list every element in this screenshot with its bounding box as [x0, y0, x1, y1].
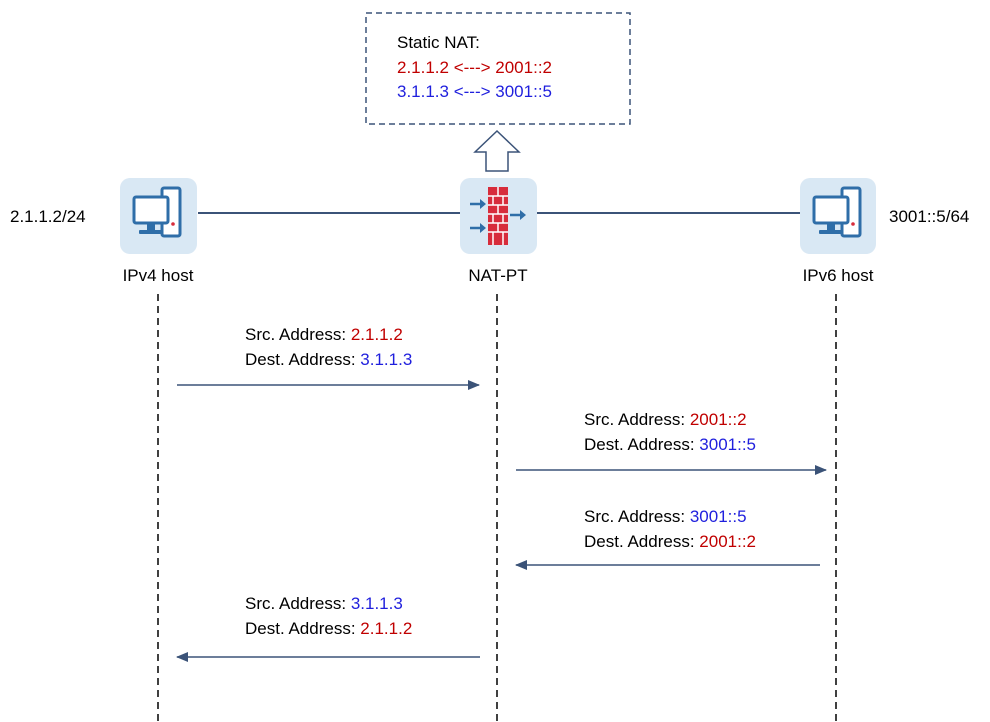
src-address-value: 2001::2 — [689, 410, 747, 429]
src-address-label: Src. Address: — [584, 410, 690, 429]
dest-address-label: Dest. Address: — [245, 619, 361, 638]
ipv4-host-label: IPv4 host — [122, 266, 194, 285]
static-nat-mapping-ipv4: 2.1.1.2 <---> 2001::2 — [397, 58, 552, 77]
natpt-firewall-icon — [460, 178, 537, 254]
src-address-label: Src. Address: — [245, 325, 351, 344]
dest-address-label: Dest. Address: — [584, 435, 700, 454]
ipv4-host-icon — [120, 178, 197, 254]
dest-address-label: Dest. Address: — [584, 532, 700, 551]
dest-address-value: 2001::2 — [699, 532, 757, 551]
ipv4-host-address: 2.1.1.2/24 — [10, 207, 86, 226]
message-3-dest: Dest. Address: 2001::2 — [584, 530, 756, 554]
ipv6-host-label: IPv6 host — [802, 266, 874, 285]
dest-address-value: 3.1.1.3 — [360, 350, 413, 369]
src-address-label: Src. Address: — [245, 594, 351, 613]
natpt-label: NAT-PT — [468, 266, 528, 285]
static-nat-box — [365, 12, 631, 125]
message-3-src: Src. Address: 3001::5 — [584, 505, 747, 529]
src-address-value: 3.1.1.3 — [350, 594, 403, 613]
src-address-value: 2.1.1.2 — [350, 325, 403, 344]
message-1-dest: Dest. Address: 3.1.1.3 — [245, 348, 412, 372]
dest-address-label: Dest. Address: — [245, 350, 361, 369]
dest-address-value: 2.1.1.2 — [360, 619, 413, 638]
up-arrow-icon — [473, 129, 521, 172]
dest-address-value: 3001::5 — [699, 435, 757, 454]
ipv6-host-icon — [800, 178, 876, 254]
ipv6-host-address: 3001::5/64 — [889, 207, 970, 226]
src-address-value: 3001::5 — [689, 507, 747, 526]
message-2-src: Src. Address: 2001::2 — [584, 408, 747, 432]
message-2-dest: Dest. Address: 3001::5 — [584, 433, 756, 457]
static-nat-title: Static NAT: — [397, 33, 480, 52]
static-nat-mapping-ipv6: 3.1.1.3 <---> 3001::5 — [397, 82, 552, 101]
message-4-dest: Dest. Address: 2.1.1.2 — [245, 617, 412, 641]
message-1-src: Src. Address: 2.1.1.2 — [245, 323, 403, 347]
message-4-src: Src. Address: 3.1.1.3 — [245, 592, 403, 616]
src-address-label: Src. Address: — [584, 507, 690, 526]
